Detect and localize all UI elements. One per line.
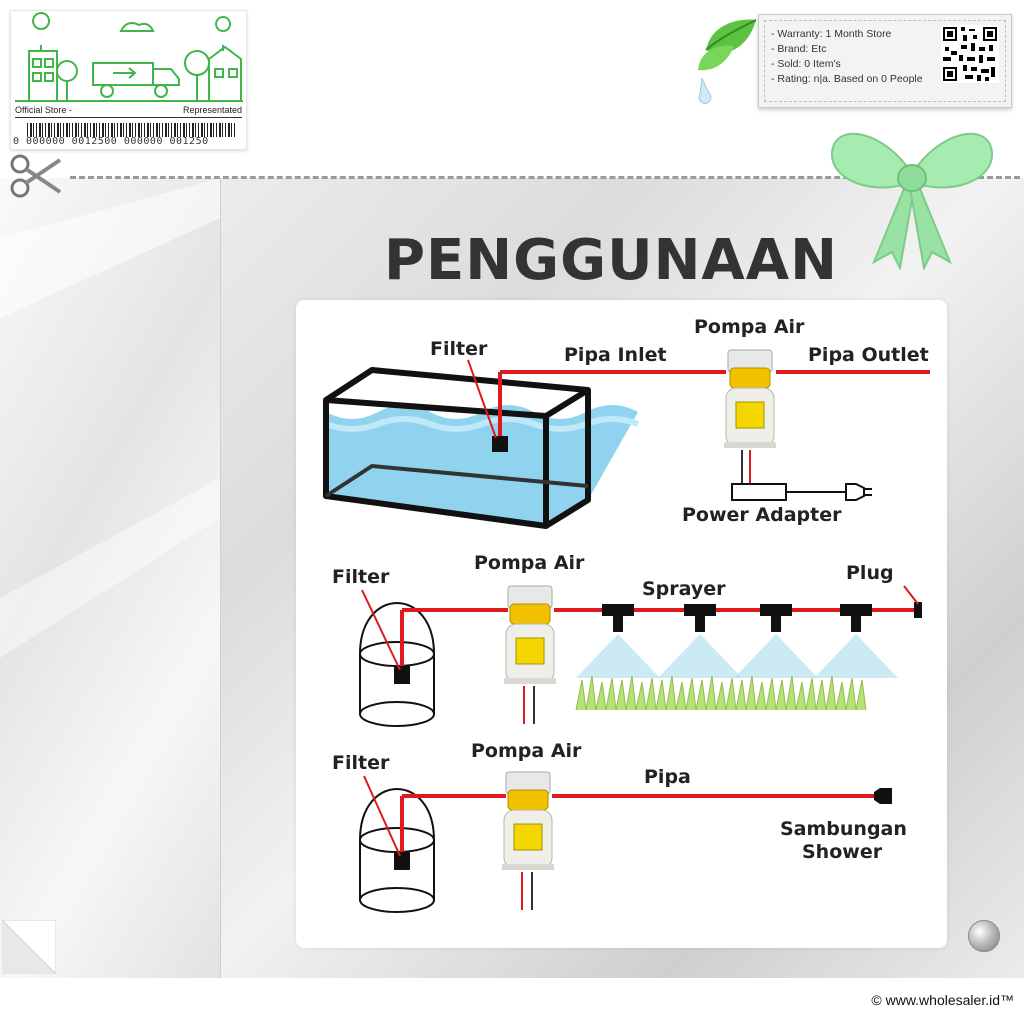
pompa-air-label: Pompa Air xyxy=(471,740,582,762)
pompa-air-label: Pompa Air xyxy=(474,552,585,574)
corner-curl-icon xyxy=(0,919,57,976)
sprayer-label: Sprayer xyxy=(642,578,726,600)
pompa-air-label: Pompa Air xyxy=(694,316,805,338)
filter-label: Filter xyxy=(332,566,390,588)
sprayer-diagram xyxy=(359,585,922,727)
page-title: PENGGUNAAN xyxy=(384,228,838,293)
product-info-card: - Warranty: 1 Month Store - Brand: Etc -… xyxy=(758,14,1012,108)
warranty-text: - Warranty: 1 Month Store xyxy=(771,28,892,40)
brand-text: - Brand: Etc xyxy=(771,43,827,55)
metal-button-icon xyxy=(968,920,1000,952)
sambungan-label: Sambungan xyxy=(780,818,907,840)
barcode-digits: 0 000000 0012500 000000 001250 xyxy=(13,136,209,147)
official-store-label: Official Store - xyxy=(15,105,72,115)
aquarium-diagram xyxy=(323,349,930,529)
pipa-outlet-label: Pipa Outlet xyxy=(808,344,929,366)
barcode xyxy=(27,123,237,137)
left-strip xyxy=(0,178,221,978)
scissors-icon xyxy=(8,152,64,202)
official-store-card: Official Store - Representated 0 000000 … xyxy=(10,10,247,150)
store-illustration xyxy=(15,12,243,102)
usage-diagram-card: Filter Pipa Inlet Pompa Air Pipa Outlet … xyxy=(296,300,947,948)
leaf-icon xyxy=(692,14,762,110)
rating-text: - Rating: n|a. Based on 0 People xyxy=(771,73,923,85)
usage-diagram xyxy=(323,349,930,913)
divider xyxy=(15,117,242,118)
filter-label: Filter xyxy=(332,752,390,774)
bow-icon xyxy=(826,112,998,272)
plug-label: Plug xyxy=(846,562,894,584)
copyright-text: © www.wholesaler.id™ xyxy=(871,992,1014,1008)
filter-label: Filter xyxy=(430,338,488,360)
shower-diagram xyxy=(359,771,892,913)
pipa-inlet-label: Pipa Inlet xyxy=(564,344,667,366)
shower-label: Shower xyxy=(802,841,883,863)
representated-label: Representated xyxy=(182,105,242,115)
power-adapter-label: Power Adapter xyxy=(682,504,842,526)
pipa-label: Pipa xyxy=(644,766,691,788)
cut-line xyxy=(70,176,1020,179)
qr-code-icon xyxy=(941,25,999,83)
plug-icon xyxy=(845,483,872,501)
sold-text: - Sold: 0 Item's xyxy=(771,58,841,70)
